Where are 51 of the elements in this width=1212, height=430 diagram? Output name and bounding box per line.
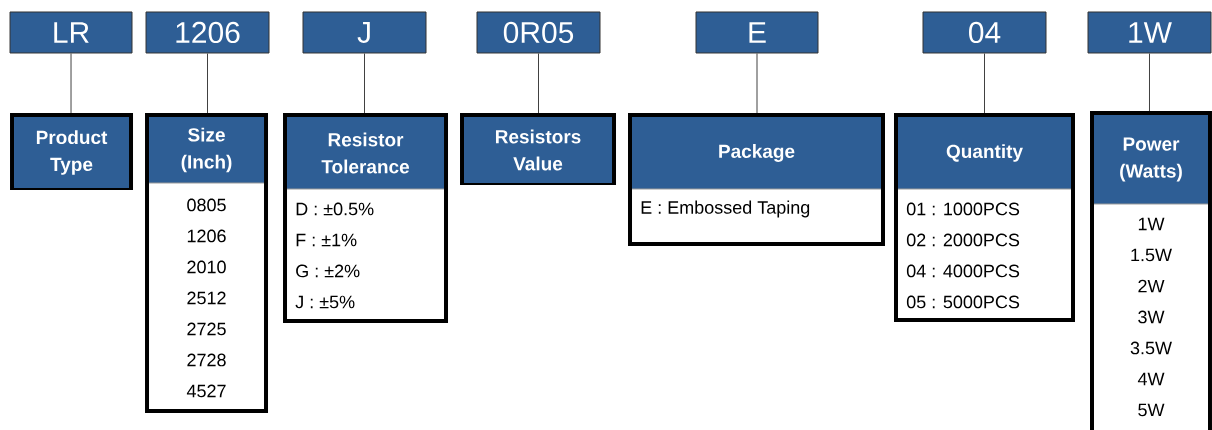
table-entry: 02 : 2000PCS [906, 233, 1020, 247]
connector-line [984, 53, 985, 114]
table-entry: 1.5W [1131, 248, 1172, 262]
table-entry: 2512 [187, 291, 226, 305]
spec-table [283, 113, 448, 323]
table-entry: 4527 [186, 384, 226, 398]
spec-table [1090, 111, 1212, 430]
spec-table [460, 113, 616, 185]
table-entry: 04 : 4000PCS [906, 264, 1020, 278]
spec-table [145, 113, 268, 413]
connector-line [538, 53, 539, 114]
table-entry: 5W [1138, 403, 1165, 417]
table-heading: Size (Inch) [181, 127, 232, 173]
spec-table [10, 113, 133, 190]
table-entry: 2728 [187, 353, 226, 367]
spec-table [628, 113, 885, 246]
table-heading: Resistor Tolerance [321, 132, 410, 174]
table-entry: 05 : 5000PCS [906, 295, 1020, 309]
table-heading: Package [719, 144, 795, 162]
connector-line [1149, 53, 1150, 112]
table-entry: 2725 [187, 322, 226, 336]
code-box: 1W [1087, 11, 1212, 54]
table-entry: 01 : 1000PCS [906, 202, 1020, 216]
code-box: J [302, 11, 427, 54]
table-entry: 3.5W [1130, 341, 1172, 355]
connector-line [364, 53, 365, 114]
table-heading: Power (Watts) [1120, 137, 1182, 182]
table-entry: 2010 [187, 260, 226, 274]
table-heading: Quantity [946, 144, 1023, 162]
connector-line [70, 53, 72, 114]
connector-line [207, 53, 208, 114]
table-entry: G : ±2% [296, 264, 360, 278]
table-heading: Product Type [36, 130, 108, 175]
code-box: 04 [922, 11, 1047, 54]
table-entry: 0805 [187, 198, 226, 212]
table-entry: 4W [1137, 372, 1165, 386]
table-entry: 1W [1138, 217, 1165, 231]
table-entry: E : Embossed Taping [641, 200, 810, 218]
table-entry: 1206 [187, 229, 226, 243]
table-entry: F : ±1% [296, 233, 357, 247]
table-entry: 2W [1138, 279, 1165, 293]
table-entry: D : ±0.5% [296, 202, 374, 216]
table-entry: 3W [1138, 310, 1165, 324]
table-entry: J : ±5% [295, 295, 355, 309]
code-box: 0R05 [476, 11, 601, 54]
code-box: LR [9, 11, 133, 54]
spec-table [894, 113, 1075, 322]
code-box: 1206 [145, 11, 270, 54]
connector-line [756, 53, 758, 114]
code-box: E [695, 11, 819, 54]
table-heading: Resistors Value [496, 129, 581, 171]
